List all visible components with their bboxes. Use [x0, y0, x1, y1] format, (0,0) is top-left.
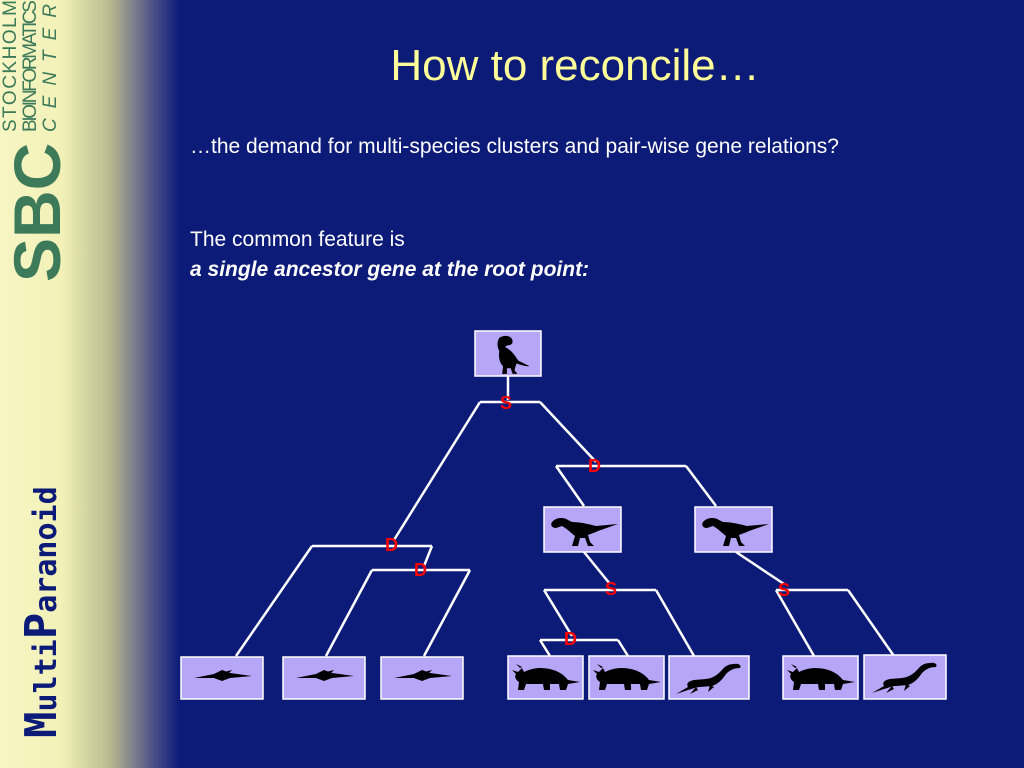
event-duplication-right: D: [588, 456, 601, 476]
branch-to-plesio-1: [654, 589, 696, 657]
ancestor-statement: a single ancestor gene at the root point…: [190, 258, 590, 281]
brand-aranoid: aranoid: [29, 486, 64, 612]
branch-to-ptero-2: [324, 569, 374, 657]
event-duplication-bottom: D: [564, 629, 577, 649]
branch-to-trike-2: [616, 639, 630, 657]
svg-text:MultiParanoid: MultiParanoid: [16, 486, 64, 738]
branch-to-runner-1: [554, 465, 586, 507]
sidebar: SBC STOCKHOLM BIOINFORMATICS CENTER Mult…: [0, 0, 180, 768]
branch-to-ptero-3: [422, 569, 472, 657]
leaf-species-box: [380, 656, 464, 700]
question-text: …the demand for multi-species clusters a…: [190, 135, 839, 158]
event-speciation-right: S: [778, 580, 790, 600]
branch-runner2-down: [735, 550, 785, 586]
brand-m: M: [16, 712, 64, 739]
leaf-species-box: [180, 656, 264, 700]
sbc-logo: SBC STOCKHOLM BIOINFORMATICS CENTER: [0, 0, 64, 282]
logo-sbc-letters: SBC: [0, 143, 64, 282]
leaf-species-box: [588, 655, 665, 700]
branch-runner1-down: [583, 551, 611, 585]
leaf-species-box: [507, 655, 584, 700]
branch-to-runner-2: [685, 465, 717, 507]
event-speciation-root: S: [500, 393, 512, 413]
leaf-species-box: [863, 654, 947, 700]
root-species-box: [474, 330, 542, 377]
branch-to-ptero-1: [234, 545, 314, 657]
event-speciation-mid: S: [605, 579, 617, 599]
logo-line-stockholm: STOCKHOLM: [0, 0, 21, 132]
common-feature-text: The common feature is: [190, 228, 405, 251]
leaf-species-box: [668, 655, 750, 700]
branch-to-trike-3: [774, 589, 816, 657]
logo-line-bioinformatics: BIOINFORMATICS: [20, 0, 41, 132]
event-duplication-left: D: [385, 535, 398, 555]
branch-to-plesio-2: [846, 589, 896, 657]
internal-species-box-1: [543, 506, 622, 553]
branch-dup-left-inner: [422, 545, 434, 567]
branch-to-dup-bottom: [542, 589, 574, 637]
brand-ulti: ulti: [29, 639, 64, 711]
leaf-species-box: [282, 656, 366, 700]
brand-p: P: [16, 613, 64, 640]
tree-branches: [234, 376, 896, 657]
event-labels: S D D D S S D: [385, 393, 790, 649]
leaf-species-box: [782, 655, 859, 700]
branch-right-main: [539, 401, 597, 463]
event-duplication-left-inner: D: [414, 560, 427, 580]
branch-left-main: [392, 401, 482, 541]
internal-species-box-2: [694, 506, 773, 553]
slide-title: How to reconcile…: [390, 41, 760, 90]
branch-to-trike-1: [538, 639, 552, 657]
multiparanoid-brand: MultiParanoid: [0, 440, 67, 740]
